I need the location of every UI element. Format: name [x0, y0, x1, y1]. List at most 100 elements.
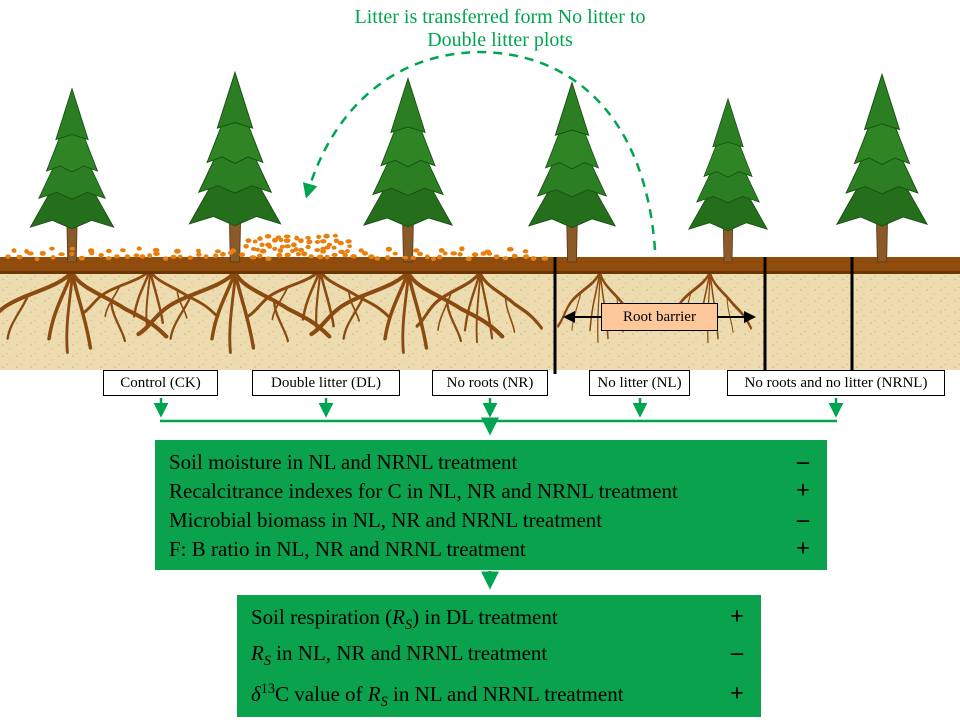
- litter-dot: [69, 251, 75, 257]
- result-row: δ13C value of RS in DL treatment –: [251, 717, 761, 720]
- pine-tree: [836, 73, 928, 263]
- result-row: Microbial biomass in NL, NR and NRNL tre…: [169, 506, 827, 535]
- litter-dot: [34, 256, 40, 262]
- litter-dot: [120, 248, 126, 253]
- litter-dot: [523, 254, 530, 260]
- litter-dot: [50, 255, 56, 260]
- litter-dot: [368, 254, 375, 259]
- litter-dot: [284, 252, 291, 258]
- litter-dot: [257, 253, 263, 259]
- litter-dot: [98, 252, 104, 258]
- treatment-connector-arrows: [153, 398, 844, 590]
- litter-dot: [78, 255, 86, 261]
- litter-dot: [5, 254, 11, 259]
- litter-dot: [345, 239, 352, 244]
- litter-dot: [362, 251, 368, 256]
- litter-dot: [316, 254, 324, 260]
- litter-dot: [385, 246, 392, 252]
- root-barrier-lines: [553, 257, 854, 374]
- litter-dot: [431, 256, 436, 261]
- litter-dot: [298, 238, 304, 244]
- litter-dot: [284, 244, 291, 249]
- litter-dot: [506, 247, 514, 252]
- treatment-label-no-litter: No litter (NL): [589, 370, 690, 396]
- litter-layer: [5, 233, 549, 262]
- litter-dot: [264, 234, 272, 239]
- figure-title-line2: Double litter plots: [427, 29, 573, 51]
- litter-dot: [259, 248, 267, 254]
- pine-tree: [363, 77, 453, 263]
- litter-dot: [220, 251, 226, 257]
- litter-dot: [333, 238, 339, 244]
- litter-dot: [424, 254, 430, 260]
- result-text: Soil moisture in NL and NRNL treatment: [169, 450, 518, 474]
- soil-surface-edge: [0, 271, 960, 274]
- litter-dot: [326, 242, 333, 247]
- result-sign: –: [797, 507, 809, 533]
- litter-dot: [417, 251, 423, 257]
- litter-dot: [324, 254, 330, 260]
- litter-dot: [385, 255, 391, 260]
- litter-dot: [275, 235, 282, 240]
- litter-dot: [522, 249, 529, 254]
- litter-dot: [530, 256, 537, 261]
- litter-dot: [493, 254, 500, 260]
- result-sign: –: [731, 640, 743, 667]
- result-text: Recalcitrance indexes for C in NL, NR an…: [169, 479, 678, 503]
- litter-dot: [331, 252, 338, 257]
- litter-dot: [392, 251, 398, 256]
- result-sign: +: [730, 681, 744, 708]
- litter-dot: [203, 254, 209, 259]
- pine-tree: [188, 71, 282, 263]
- litter-dot: [213, 253, 219, 259]
- litter-dot: [283, 238, 291, 244]
- result-sign: –: [797, 449, 809, 475]
- respiration-results-box: Soil respiration (RS) in DL treatment + …: [237, 595, 761, 717]
- litter-dot: [332, 233, 338, 238]
- soil-profile: [0, 274, 960, 370]
- result-text: Soil respiration (RS) in DL treatment: [251, 605, 558, 634]
- litter-dot: [374, 256, 381, 261]
- litter-dot: [316, 234, 322, 239]
- litter-dot: [187, 255, 194, 260]
- litter-dot: [271, 237, 278, 243]
- litter-dot: [338, 249, 345, 255]
- litter-dot: [289, 249, 296, 253]
- pine-trees: [29, 71, 928, 263]
- litter-dot: [450, 251, 458, 256]
- litter-dot: [24, 249, 29, 254]
- litter-dot: [105, 256, 112, 261]
- result-row: RS in NL, NR and NRNL treatment –: [251, 639, 761, 675]
- litter-dot: [337, 240, 344, 246]
- litter-dot: [153, 251, 160, 256]
- litter-dot: [283, 234, 291, 239]
- litter-dot: [272, 246, 278, 251]
- litter-dot: [252, 239, 258, 244]
- litter-dot: [344, 249, 350, 254]
- litter-dot: [170, 254, 177, 259]
- litter-dot: [136, 246, 142, 251]
- result-row: Soil respiration (RS) in DL treatment +: [251, 603, 761, 639]
- litter-dot: [259, 242, 265, 247]
- litter-dot: [323, 233, 330, 239]
- treatment-label-double-litter: Double litter (DL): [252, 370, 400, 396]
- litter-dot: [195, 248, 201, 253]
- litter-dot: [436, 254, 443, 260]
- litter-dot: [342, 252, 348, 258]
- litter-dot: [314, 248, 321, 253]
- result-text: δ13C value of RS in DL treatment: [251, 717, 713, 720]
- litter-dot: [163, 256, 169, 261]
- litter-dot: [276, 252, 283, 258]
- litter-dot: [87, 248, 95, 254]
- litter-dot: [413, 248, 420, 253]
- litter-dot: [139, 254, 146, 259]
- litter-dot: [502, 256, 509, 261]
- pine-tree: [29, 88, 115, 263]
- litter-dot: [457, 252, 463, 257]
- litter-dot: [16, 254, 23, 260]
- litter-dot: [459, 246, 465, 252]
- litter-dot: [39, 250, 46, 256]
- litter-transfer-arrow: [302, 50, 657, 251]
- root-barrier-label: Root barrier: [601, 303, 718, 331]
